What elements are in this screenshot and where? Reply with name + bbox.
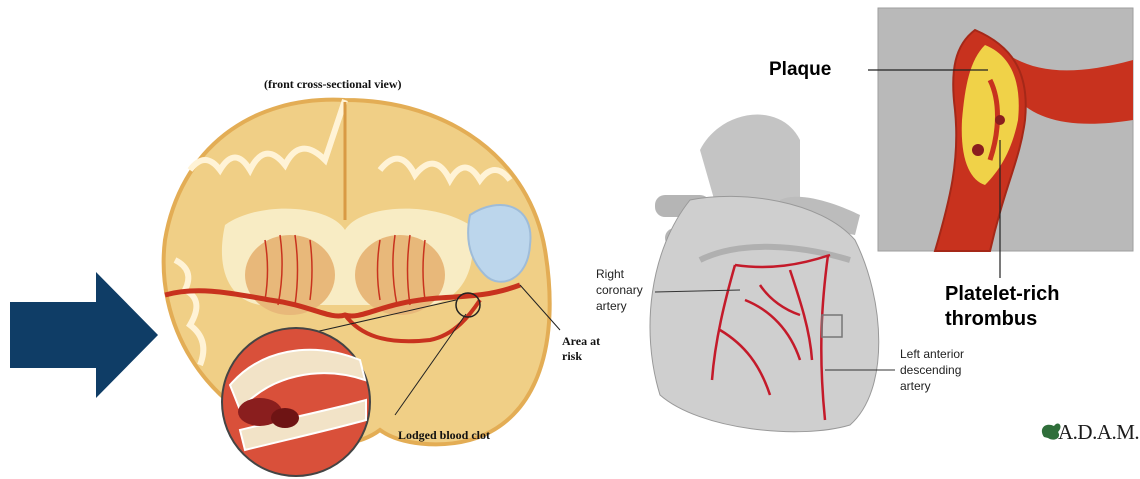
adam-logo-text: A.D.A.M. — [1058, 420, 1139, 445]
